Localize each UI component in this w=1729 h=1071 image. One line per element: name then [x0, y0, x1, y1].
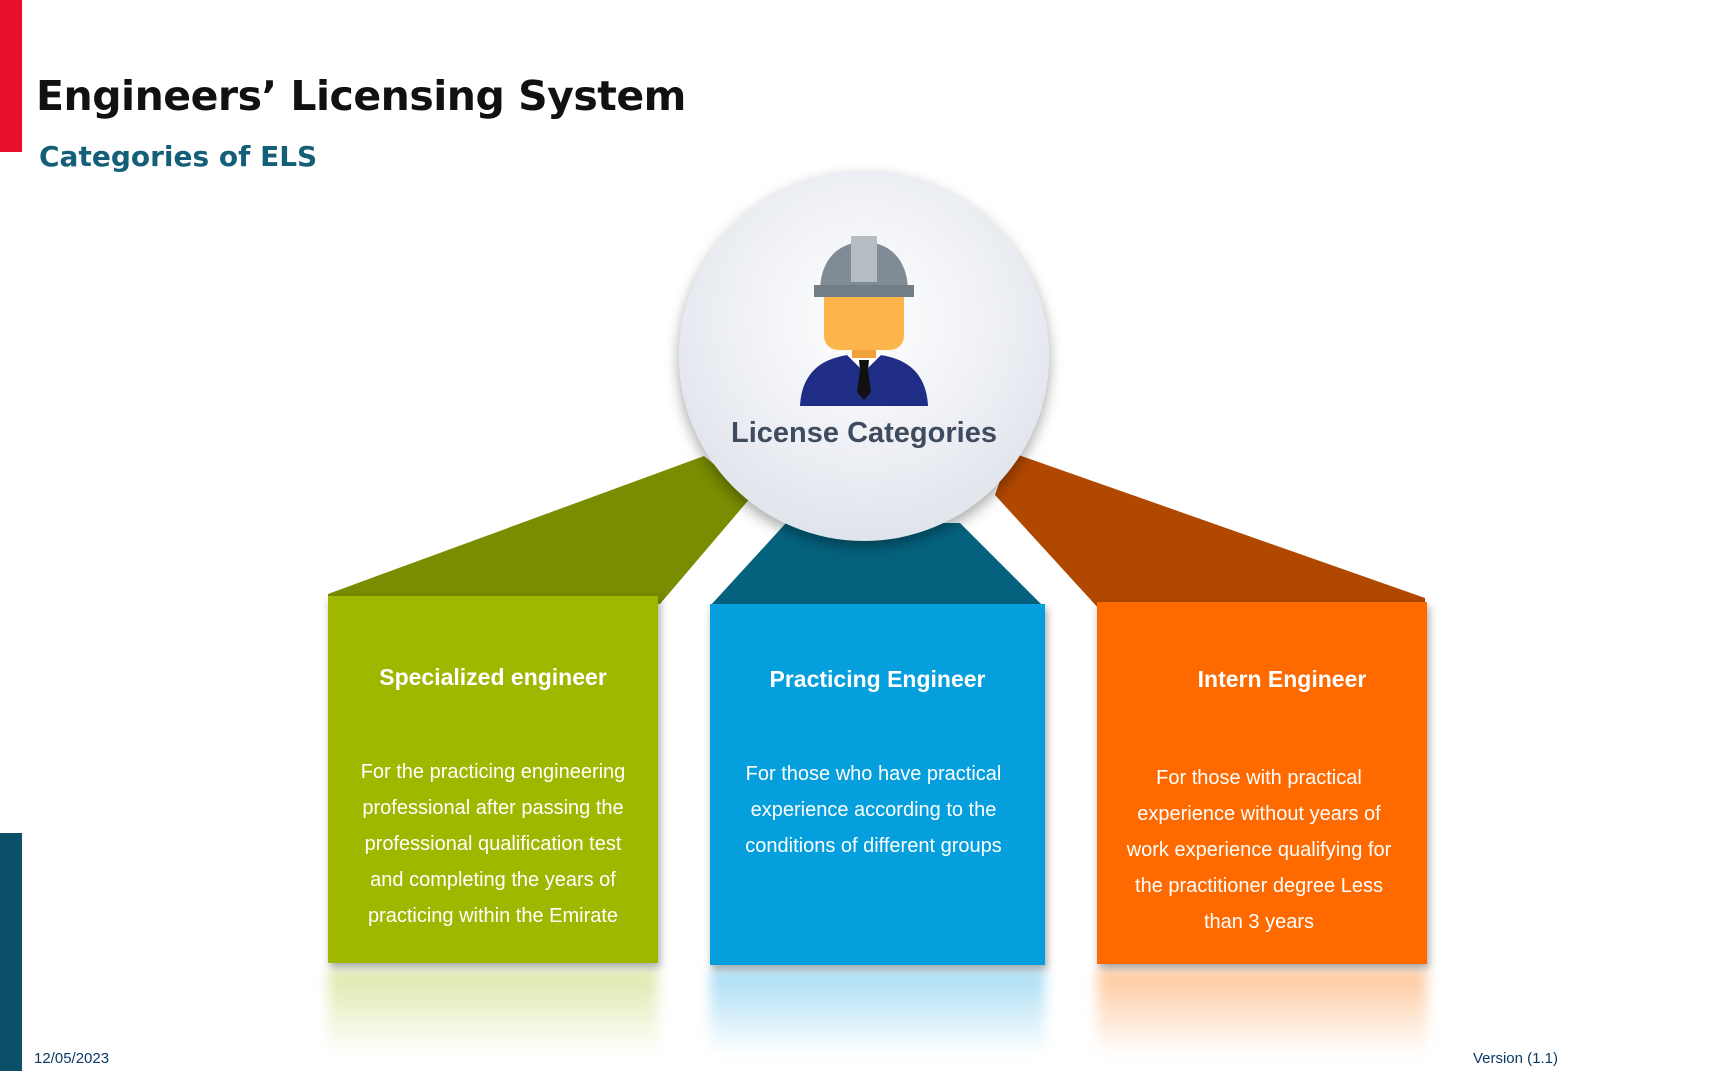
- connector-intern: [995, 452, 1425, 610]
- category-description: For the practicing engineering professio…: [360, 761, 626, 927]
- category-card-intern: Intern Engineer For those with practical…: [1097, 602, 1427, 964]
- engineer-hardhat-icon: [800, 236, 928, 406]
- reflection-specialized: [328, 970, 658, 1055]
- connector-practicing: [710, 523, 1043, 606]
- license-categories-circle: License Categories: [679, 171, 1049, 541]
- accent-bar-top: [0, 0, 22, 152]
- reflection-intern: [1097, 970, 1427, 1055]
- footer-version: Version (1.1): [1472, 1050, 1558, 1067]
- slide-subtitle: Categories of ELS: [39, 140, 318, 173]
- category-card-practicing: Practicing Engineer For those who have p…: [710, 604, 1045, 965]
- accent-bar-bottom: [0, 833, 22, 1071]
- reflection-practicing: [710, 970, 1045, 1055]
- category-title: Practicing Engineer: [769, 666, 986, 692]
- category-description: For those who have practical experience …: [745, 763, 1002, 857]
- category-title: Specialized engineer: [379, 664, 607, 690]
- connector-specialized: [328, 456, 752, 604]
- category-description: For those with practical experience with…: [1126, 767, 1392, 933]
- slide-title: Engineers’ Licensing System: [36, 72, 686, 120]
- category-card-specialized: Specialized engineer For the practicing …: [328, 596, 658, 963]
- category-title: Intern Engineer: [1197, 666, 1367, 692]
- footer-date: 12/05/2023: [34, 1050, 110, 1067]
- center-label: License Categories: [731, 417, 997, 449]
